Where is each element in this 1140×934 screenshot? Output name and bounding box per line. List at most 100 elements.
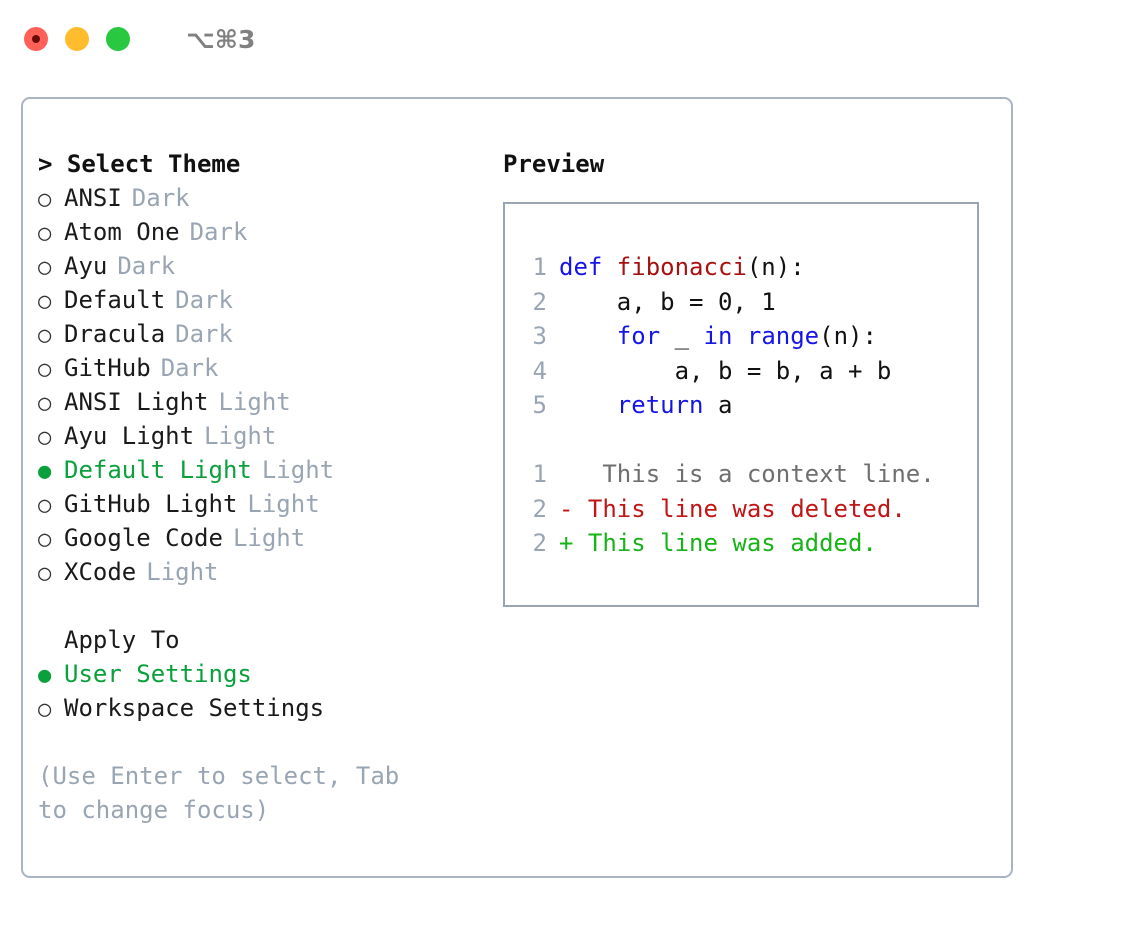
- theme-option-tag: Light: [204, 422, 277, 450]
- theme-option-ayu[interactable]: ○ Ayu Dark: [38, 249, 488, 283]
- code-line-number: 4: [532, 356, 547, 385]
- minimize-button-icon[interactable]: [65, 27, 89, 51]
- theme-option-ayu-light[interactable]: ○ Ayu Light Light: [38, 419, 488, 453]
- theme-option-atom-one[interactable]: ○ Atom One Dark: [38, 215, 488, 249]
- theme-option-label: Dracula: [64, 320, 166, 348]
- code-token-pl: [559, 322, 617, 350]
- theme-option-tag: Dark: [175, 286, 233, 314]
- maximize-button-icon[interactable]: [106, 27, 130, 51]
- code-line-text: a, b = 0, 1: [559, 285, 776, 320]
- theme-option-label: Atom One: [64, 218, 180, 246]
- code-line: 4 a, b = b, a + b: [505, 354, 977, 389]
- theme-option-github[interactable]: ○ GitHub Dark: [38, 351, 488, 385]
- theme-option-label: GitHub: [64, 354, 151, 382]
- diff-line-number: 2: [532, 494, 547, 523]
- theme-option-label: XCode: [64, 558, 137, 586]
- theme-option-label: Default Light: [64, 456, 252, 484]
- code-token-kw: in: [703, 322, 733, 350]
- radio-selected-icon: ●: [38, 459, 52, 484]
- code-token-pl: _: [660, 322, 704, 350]
- diff-line: 2 - This line was deleted.: [505, 492, 977, 527]
- code-token-pl: [732, 322, 746, 350]
- code-line: 5 return a: [505, 388, 977, 423]
- apply-to-option-user-settings[interactable]: ● User Settings: [38, 657, 488, 691]
- code-token-pl: a, b = b, a + b: [559, 356, 892, 385]
- theme-option-dracula[interactable]: ○ Dracula Dark: [38, 317, 488, 351]
- code-line-text: def fibonacci(n):: [559, 250, 805, 285]
- theme-option-google-code[interactable]: ○ Google Code Light: [38, 521, 488, 555]
- code-line-number: 3: [532, 322, 547, 350]
- radio-unselected-icon: ○: [38, 697, 52, 722]
- code-token-kw: for: [616, 322, 661, 350]
- theme-option-default-light[interactable]: ● Default Light Light: [38, 453, 488, 487]
- code-token-kw: return: [616, 391, 704, 419]
- radio-unselected-icon: ○: [38, 493, 52, 518]
- radio-unselected-icon: ○: [38, 221, 52, 246]
- theme-option-label: GitHub Light: [64, 490, 238, 518]
- code-token-pl: [559, 391, 617, 419]
- code-token-kw: def: [559, 253, 617, 281]
- radio-unselected-icon: ○: [38, 561, 52, 586]
- radio-unselected-icon: ○: [38, 527, 52, 552]
- code-line: 3 for _ in range(n):: [505, 319, 977, 354]
- diff-line-text-ctx: This is a context line.: [559, 460, 935, 488]
- code-line-number: 2: [532, 287, 547, 316]
- diff-line-text-del: - This line was deleted.: [559, 494, 906, 523]
- apply-to-option-label: User Settings: [64, 660, 252, 688]
- close-button-icon[interactable]: [24, 27, 48, 51]
- traffic-lights: [24, 27, 130, 51]
- theme-option-label: Google Code: [64, 524, 223, 552]
- diff-sample: 1 This is a context line.2- This line wa…: [505, 457, 977, 561]
- theme-option-tag: Dark: [175, 320, 233, 348]
- theme-option-default[interactable]: ○ Default Dark: [38, 283, 488, 317]
- code-token-pl: a, b = 0, 1: [559, 287, 776, 316]
- keyboard-hint-text: (Use Enter to select, Tab to change focu…: [38, 762, 414, 824]
- theme-option-tag: Dark: [117, 252, 176, 280]
- theme-option-tag: Light: [247, 490, 320, 518]
- code-token-pl: a: [703, 391, 733, 419]
- code-line-number: 1: [532, 253, 547, 281]
- theme-option-tag: Light: [146, 558, 219, 586]
- diff-line: 2+ This line was added.: [505, 526, 977, 561]
- apply-to-option-workspace-settings[interactable]: ○ Workspace Settings: [38, 691, 488, 725]
- theme-option-tag: Dark: [160, 354, 219, 382]
- apply-to-option-list[interactable]: ● User Settings ○ Workspace Settings: [38, 657, 488, 725]
- theme-option-tag: Light: [218, 388, 291, 416]
- keyboard-shortcut-label: ⌥⌘3: [186, 24, 256, 54]
- title-bar: ⌥⌘3: [0, 0, 1140, 78]
- preview-title: Preview: [503, 150, 605, 178]
- radio-unselected-icon: ○: [38, 289, 52, 314]
- radio-unselected-icon: ○: [38, 425, 52, 450]
- radio-unselected-icon: ○: [38, 255, 52, 280]
- theme-option-github-light[interactable]: ○ GitHub Light Light: [38, 487, 488, 521]
- apply-to-header: Apply To: [64, 626, 180, 654]
- select-theme-header: > Select Theme: [38, 150, 241, 178]
- code-token-pl: (n):: [746, 253, 805, 281]
- diff-line-text-add: + This line was added.: [559, 529, 877, 557]
- theme-option-label: Ayu Light: [64, 422, 195, 450]
- theme-option-label: Default: [64, 286, 166, 314]
- theme-option-tag: Light: [261, 456, 335, 484]
- radio-unselected-icon: ○: [38, 187, 52, 212]
- theme-option-tag: Dark: [189, 218, 248, 246]
- apply-to-option-label: Workspace Settings: [64, 694, 325, 722]
- code-token-kw: range: [746, 322, 820, 350]
- theme-option-tag: Light: [232, 524, 306, 552]
- theme-option-xcode[interactable]: ○ XCode Light: [38, 555, 488, 589]
- code-line: 1 def fibonacci(n):: [505, 250, 977, 285]
- radio-unselected-icon: ○: [38, 323, 52, 348]
- code-token-pl: (n):: [819, 322, 877, 350]
- theme-option-label: ANSI: [64, 184, 122, 212]
- code-line: 2 a, b = 0, 1: [505, 285, 977, 320]
- radio-unselected-icon: ○: [38, 357, 52, 382]
- radio-selected-icon: ●: [38, 663, 52, 688]
- theme-option-label: Ayu: [64, 252, 108, 280]
